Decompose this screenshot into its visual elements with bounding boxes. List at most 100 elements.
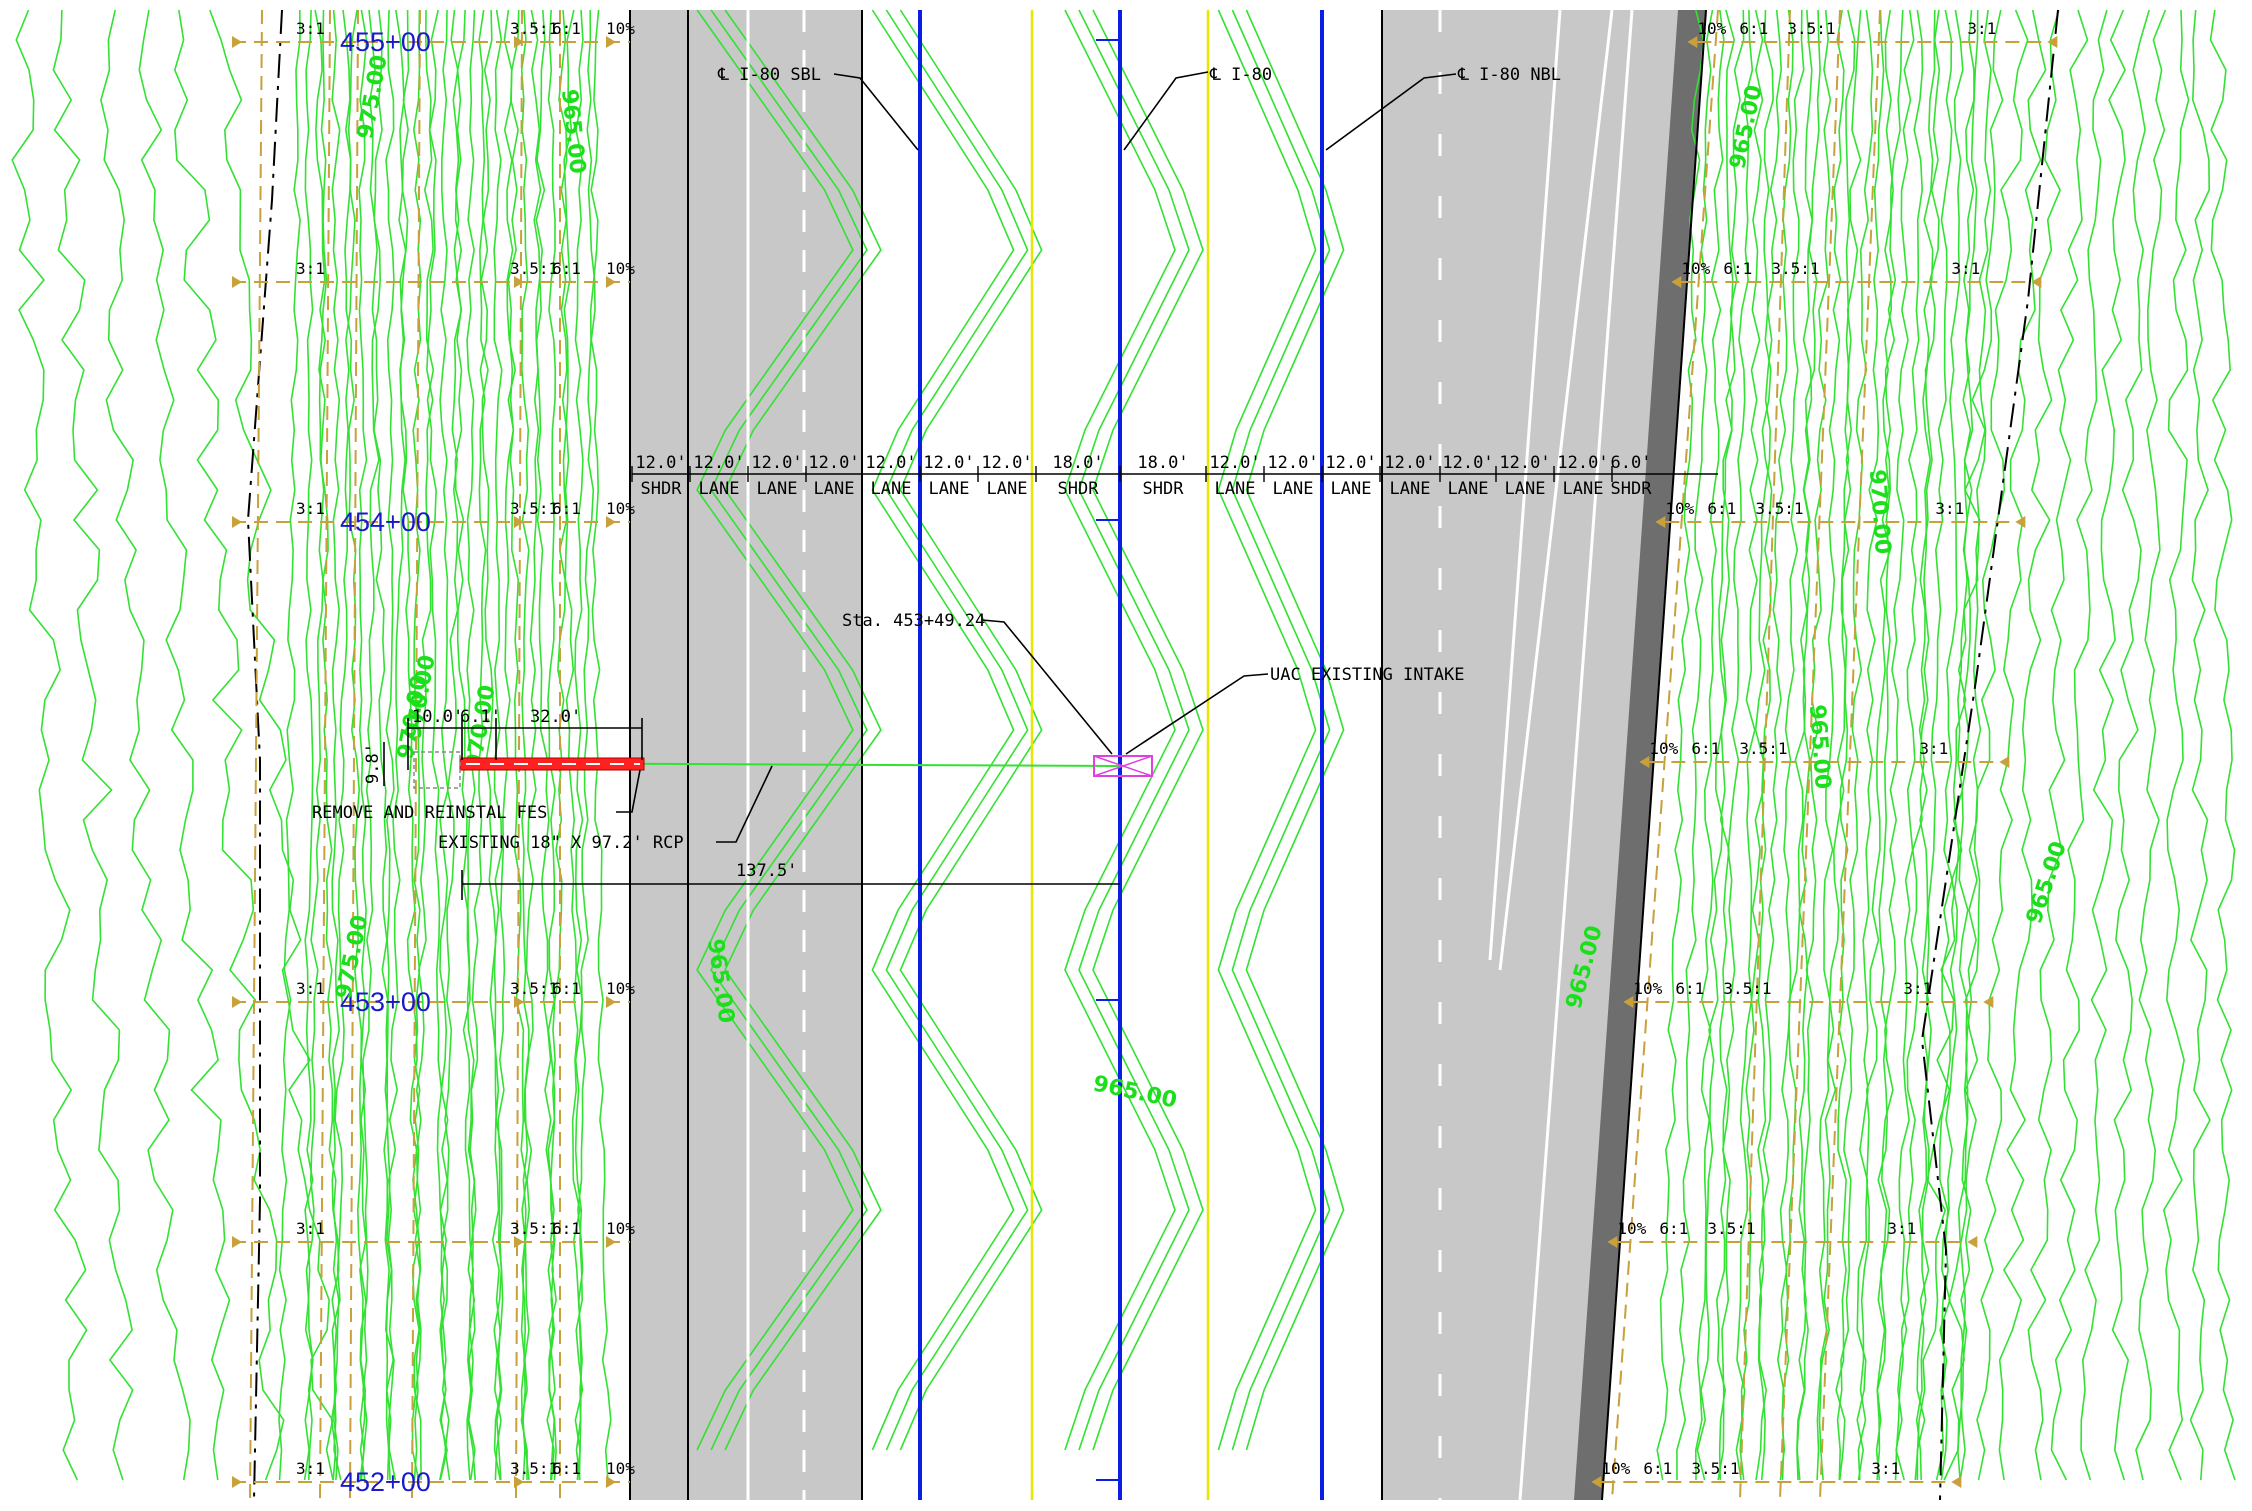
slope-label: 3.5:1	[1755, 499, 1803, 518]
pipe-dimension-text: 10.0' 6.1' 32.0' 9.8' 137.5'	[363, 707, 797, 881]
station-label: 455+00	[340, 27, 431, 57]
slope-marker	[514, 36, 524, 48]
callout-rcp: EXISTING 18" X 97.2' RCP	[438, 833, 684, 853]
lane-dim-value: 18.0'	[1052, 453, 1103, 473]
station-labels: 455+00 454+00 453+00 452+00	[340, 27, 431, 1497]
slope-marker	[2015, 516, 2026, 528]
row-left	[246, 9, 283, 1501]
slope-label: 10%	[1649, 739, 1678, 758]
slope-marker	[232, 996, 242, 1008]
contour-line	[304, 9, 314, 1481]
callout-station: Sta. 453+49.24	[842, 611, 985, 631]
lane-dim-label: LANE	[987, 479, 1028, 499]
contour-line	[439, 9, 466, 1481]
slope-marker	[1591, 1476, 1602, 1488]
slope-label: 3:1	[1951, 259, 1980, 278]
slope-label: 3.5:1	[1691, 1459, 1739, 1478]
grading-line	[411, 9, 421, 1501]
station-label: 454+00	[340, 507, 431, 537]
dim-label: 137.5'	[736, 861, 797, 881]
contour-line	[1914, 9, 2004, 1481]
contour-line	[11, 9, 88, 1481]
contour-line	[1857, 9, 1904, 1481]
contour-line	[1876, 9, 1894, 1481]
contour-line	[1943, 9, 2029, 1481]
slope-label: 3.5:1	[1787, 19, 1835, 38]
slope-label: 6:1	[1659, 1219, 1688, 1238]
slope-label: 10%	[606, 259, 635, 278]
lane-dim-label: LANE	[757, 479, 798, 499]
dim-label: 9.8'	[363, 743, 383, 784]
nbl-pavement	[1382, 10, 1682, 1500]
slope-marker	[1999, 756, 2010, 768]
contour-line	[696, 9, 854, 1451]
contour-line	[1915, 9, 1953, 1481]
contour-line	[2162, 9, 2190, 1481]
lane-dim-label: SHDR	[1143, 479, 1185, 499]
grading-line	[1819, 9, 1881, 1501]
contour-line	[411, 9, 439, 1481]
lane-dim-value: 12.0'	[635, 453, 686, 473]
contour-line	[173, 9, 285, 1481]
right-of-way-lines	[246, 9, 2059, 1501]
row-right	[1920, 9, 2059, 1501]
slope-marker	[1671, 276, 1682, 288]
contour-line	[1078, 9, 1190, 1451]
slope-label: 6:1	[552, 979, 581, 998]
slope-marker	[2031, 276, 2042, 288]
slope-marker	[606, 516, 616, 528]
slope-marker	[514, 996, 524, 1008]
slope-label: 6:1	[552, 1219, 581, 1238]
contour-line	[871, 9, 1015, 1451]
grading-lines	[249, 9, 1881, 1501]
contour-line	[303, 9, 328, 1481]
contour-line	[439, 9, 449, 1481]
contour-label: 970.00	[1864, 469, 1895, 555]
lane-dim-value: 12.0'	[808, 453, 859, 473]
contour-line	[209, 9, 334, 1481]
fes-outline	[413, 751, 461, 789]
slope-marker	[1623, 996, 1634, 1008]
slope-label: 6:1	[1675, 979, 1704, 998]
slope-label: 6:1	[552, 1459, 581, 1478]
slope-label: 6:1	[1723, 259, 1752, 278]
lane-dim-value: 12.0'	[1442, 453, 1493, 473]
slope-label: 10%	[1697, 19, 1726, 38]
contour-line	[1835, 9, 1856, 1481]
contour-line	[423, 9, 451, 1481]
slope-label: 10%	[1617, 1219, 1646, 1238]
contour-line	[1776, 9, 1805, 1481]
contour-line	[1894, 9, 1941, 1481]
slope-rows: 3:1 3.5:1 6:1 10% 10% 6:1 3.5:1 3:1 3:1 3.5:1 6:1 1…	[232, 19, 2058, 1488]
slope-label: 3.5:1	[510, 499, 558, 518]
contour-line	[1656, 9, 1705, 1481]
contour-line	[359, 9, 384, 1481]
leader-station	[981, 619, 1113, 755]
station-label: 452+00	[340, 1467, 431, 1497]
contour-line	[450, 9, 476, 1481]
nbl-ramp-stripe-1	[1498, 9, 1614, 971]
slope-label: 3.5:1	[1771, 259, 1819, 278]
contour-label: 965.00	[1091, 1071, 1179, 1113]
contour-line	[493, 9, 503, 1481]
contour-line	[547, 9, 557, 1481]
lane-dim-label: LANE	[1215, 479, 1256, 499]
contour-line	[2209, 9, 2236, 1481]
slope-label: 3.5:1	[1723, 979, 1771, 998]
intake-cross-2	[1093, 755, 1153, 777]
lane-dim-label: LANE	[929, 479, 970, 499]
contour-line	[885, 9, 1029, 1451]
slope-label: 10%	[1681, 259, 1710, 278]
lane-dim-value: 12.0'	[865, 453, 916, 473]
contour-line	[558, 9, 583, 1481]
slope-label: 3:1	[296, 1219, 325, 1238]
lane-dim-label: LANE	[1505, 479, 1546, 499]
slope-marker	[606, 1476, 616, 1488]
slope-label: 3:1	[1919, 739, 1948, 758]
station-ticks	[1096, 39, 1122, 1481]
contour-line	[1976, 9, 2047, 1481]
slope-label: 10%	[606, 1459, 635, 1478]
contour-line	[1696, 9, 1745, 1481]
slope-marker	[232, 516, 242, 528]
grading-line	[319, 9, 331, 1501]
